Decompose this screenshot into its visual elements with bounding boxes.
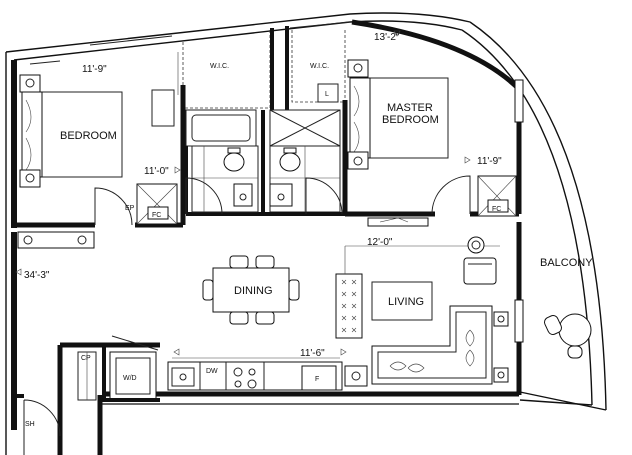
master-bed	[347, 59, 449, 170]
sectional-sofa	[344, 305, 509, 387]
master-bedroom-label-line2: BEDROOM	[382, 114, 439, 126]
armchair	[463, 236, 497, 285]
bedroom-width-dimension: 11'-9"	[82, 64, 107, 75]
laundry-closet	[77, 335, 160, 402]
ep-label: EP	[125, 205, 135, 212]
living-label: LIVING	[388, 296, 424, 308]
dining-table	[202, 255, 300, 325]
fan-coil-right	[477, 175, 517, 217]
wic-left-label: W.I.C.	[210, 63, 229, 70]
bedroom-walls	[14, 85, 186, 228]
master-bedroom-label-line1: MASTER	[387, 102, 433, 114]
window-ticks	[29, 21, 524, 343]
media-unit	[335, 273, 363, 339]
unit-length-dimension: 34'-3"	[24, 270, 50, 281]
fc-left-label: FC	[152, 212, 161, 219]
cp-label: CP	[81, 355, 91, 362]
entry-door	[14, 394, 61, 455]
shower-label: SH	[25, 421, 35, 428]
master-width-dimension: 13'-2"	[374, 32, 400, 43]
balcony-chair	[543, 313, 592, 359]
dishwasher-label: DW	[206, 368, 218, 375]
fan-coil-left	[136, 183, 178, 225]
bathroom-left	[184, 109, 260, 216]
master-depth-dimension: 11'-9"	[477, 156, 502, 167]
kitchen-counter	[167, 357, 343, 391]
dining-label: DINING	[234, 285, 273, 297]
wall-sconces	[17, 231, 95, 249]
balcony-label: BALCONY	[540, 257, 593, 269]
bedroom-depth-dimension: 11'-0"	[144, 166, 169, 177]
dimension-arrows	[15, 30, 471, 356]
bedroom-label: BEDROOM	[60, 130, 117, 142]
wic-right-label: W.I.C.	[310, 63, 329, 70]
master-closet-dimension: 12'-0"	[367, 237, 393, 248]
living-width-dimension: 11'-6"	[300, 348, 325, 359]
fridge-label: F	[315, 376, 319, 383]
fc-right-label: FC	[492, 206, 501, 213]
wic-left	[177, 28, 274, 110]
bathroom-right	[185, 109, 345, 216]
bedroom-bed	[19, 74, 175, 188]
linen-label: L	[325, 91, 329, 98]
wic-right	[285, 26, 346, 110]
washer-dryer-label: W/D	[123, 375, 137, 382]
